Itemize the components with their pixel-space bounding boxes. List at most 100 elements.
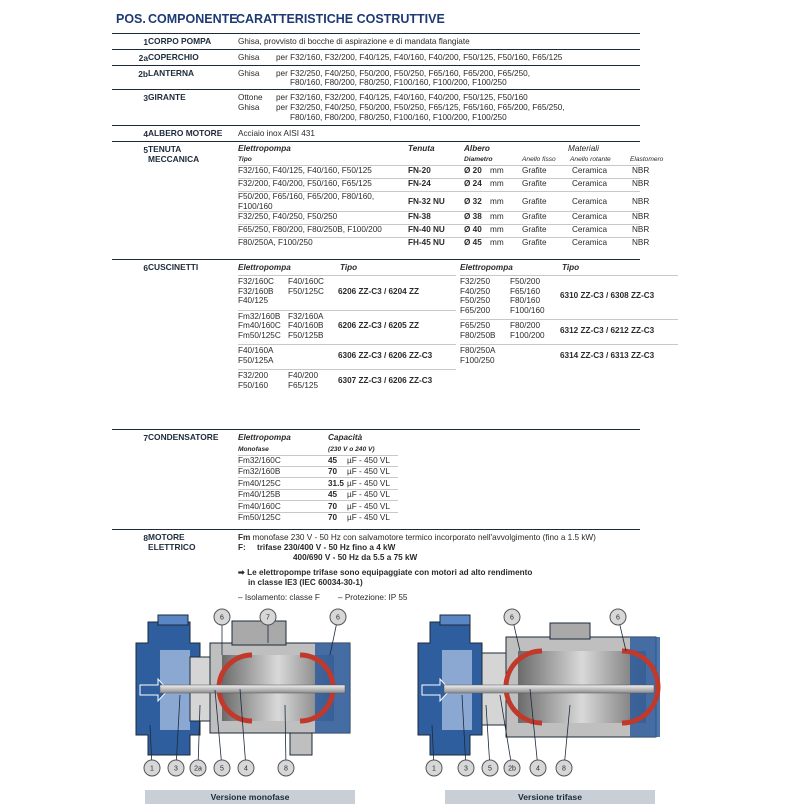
- callout-number: 1: [150, 766, 154, 773]
- row-coperchio: 2a COPERCHIO Ghisa per F32/160, F32/200,…: [112, 49, 640, 66]
- row-separator: [460, 319, 678, 320]
- bearing-pump-model: F80/200: [510, 321, 541, 330]
- col-elettropompa: Elettropompa: [238, 144, 291, 153]
- row-lanterna: 2b LANTERNA Ghisa per F32/250, F40/250, …: [112, 65, 640, 90]
- col-tenuta: Tenuta: [408, 144, 435, 153]
- row-separator: [238, 164, 640, 166]
- component-name: MOTORE: [148, 532, 185, 542]
- row-separator: [238, 465, 398, 467]
- bearing-pump-model: F80/250B: [460, 330, 496, 340]
- capacitor-pump-model: Fm50/125C: [238, 513, 281, 522]
- bearing-pump-model: F50/250: [460, 296, 491, 305]
- capacitance-unit: µF - 450 VL: [347, 513, 390, 522]
- bearing-pump-model: F50/125C: [288, 286, 324, 296]
- bearing-pump-model: F40/160C: [288, 277, 324, 286]
- header-caratteristiche: CARATTERISTICHE COSTRUTTIVE: [236, 12, 445, 26]
- seal-type: FN-20: [408, 166, 431, 175]
- capacitance-unit: µF - 450 VL: [347, 456, 390, 465]
- caption-monofase: Versione monofase: [145, 790, 355, 804]
- part-callout: 5: [213, 689, 231, 777]
- material: Ghisa: [238, 69, 260, 78]
- bearing-type: 6206 ZZ-C3 / 6205 ZZ: [338, 321, 419, 330]
- component-spec: Ghisa, provvisto di bocche di aspirazion…: [238, 37, 470, 46]
- fixed-ring-material: Grafite: [522, 179, 547, 188]
- capacitor-pump-model: Fm32/160B: [238, 467, 281, 477]
- seal-pump-models: F32/250, F40/250, F50/250: [238, 212, 338, 221]
- col-tipo: Tipo: [238, 156, 252, 163]
- capacitor-pump-model: Fm40/160C: [238, 501, 281, 511]
- rotating-ring-material: Ceramica: [572, 238, 608, 247]
- pos-number: 1: [143, 37, 148, 47]
- material: Ghisa: [238, 103, 260, 112]
- bearing-type: 6314 ZZ-C3 / 6313 ZZ-C3: [560, 350, 655, 360]
- row-separator: [238, 511, 398, 513]
- callout-number: 2a: [194, 766, 202, 773]
- callout-number: 6: [510, 615, 514, 622]
- row-separator: [238, 223, 640, 225]
- diameter-unit: mm: [490, 179, 504, 188]
- component-name: ALBERO MOTORE: [148, 128, 223, 138]
- shaft-diameter: Ø 32: [464, 197, 482, 206]
- bearing-pump-model: F65/250: [460, 321, 491, 330]
- monofase-label: Monofase: [238, 446, 269, 453]
- component-name: CONDENSATORE: [148, 432, 219, 442]
- rotating-ring-material: Ceramica: [572, 166, 608, 175]
- diameter-unit: mm: [490, 225, 504, 234]
- bearing-pump-model: F100/160: [510, 305, 545, 315]
- component-name: COPERCHIO: [148, 52, 199, 62]
- col-diametro: Diametro: [464, 156, 493, 163]
- seal-type: FN-38: [408, 212, 431, 221]
- seal-pump-models: F50/200, F65/160, F65/200, F80/160,: [238, 192, 375, 201]
- isolamento: – Isolamento: classe F: [238, 593, 320, 602]
- part-callout: 8: [555, 704, 573, 777]
- elastomer-material: NBR: [632, 225, 650, 234]
- shaft-diameter: Ø 24: [464, 179, 482, 188]
- elastomer-material: NBR: [632, 166, 650, 175]
- row-separator: [238, 344, 456, 345]
- part-callout: 7: [259, 608, 277, 643]
- bearing-pump-model: F40/160B: [288, 321, 324, 330]
- fm-label: Fm: [238, 533, 251, 542]
- bearing-pump-model: F40/200: [288, 371, 319, 380]
- part-callout: 2a: [189, 704, 207, 777]
- callout-number: 3: [464, 766, 468, 773]
- row-separator: [238, 488, 398, 490]
- shaft-diameter: Ø 45: [464, 238, 482, 247]
- seal-pump-models: F65/250, F80/200, F80/250B, F100/200: [238, 225, 382, 234]
- component-name: TENUTA: [148, 144, 182, 154]
- capacitance-unit: µF - 450 VL: [347, 501, 390, 511]
- elastomer-material: NBR: [632, 212, 650, 221]
- part-callout: 6: [609, 608, 627, 652]
- seal-pump-models: F32/200, F40/200, F50/160, F65/125: [238, 179, 372, 188]
- row-girante: 3 GIRANTE Ottone per F32/160, F32/200, F…: [112, 89, 640, 126]
- col-elettropompa: Elettropompa: [238, 433, 291, 442]
- row-separator: [238, 454, 398, 456]
- bearing-pump-model: F65/160: [510, 286, 541, 296]
- protezione: – Protezione: IP 55: [338, 593, 408, 602]
- bearing-pump-model: F40/125: [238, 296, 269, 305]
- bearing-pump-model: Fm40/160C: [238, 321, 281, 330]
- row-separator: [238, 477, 398, 479]
- bearing-pump-model: F32/160C: [238, 277, 274, 286]
- capacitance-value: 70: [328, 501, 338, 511]
- bearing-pump-model: F50/200: [510, 277, 541, 286]
- seal-pump-models: F32/160, F40/125, F40/160, F50/125: [238, 166, 372, 175]
- component-name: MECCANICA: [148, 153, 200, 164]
- row-separator: [460, 275, 678, 276]
- part-callout: 1: [425, 724, 443, 777]
- capacitance-value: 70: [328, 467, 338, 477]
- component-name: GIRANTE: [148, 92, 186, 102]
- component-name: CORPO POMPA: [148, 36, 212, 46]
- col-tipo-right: Tipo: [562, 263, 580, 272]
- callout-number: 8: [562, 766, 566, 773]
- part-callout: 1: [143, 724, 161, 777]
- capacitance-unit: µF - 450 VL: [347, 490, 390, 500]
- pos-number: 4: [143, 129, 148, 139]
- part-callout: 6: [213, 608, 231, 655]
- row-tenuta-meccanica: 5 TENUTA MECCANICA Elettropompa Tenuta A…: [112, 141, 663, 260]
- diameter-unit: mm: [490, 166, 504, 175]
- col-tipo: Tipo: [340, 263, 358, 272]
- capacitor-pump-model: Fm40/125B: [238, 490, 281, 500]
